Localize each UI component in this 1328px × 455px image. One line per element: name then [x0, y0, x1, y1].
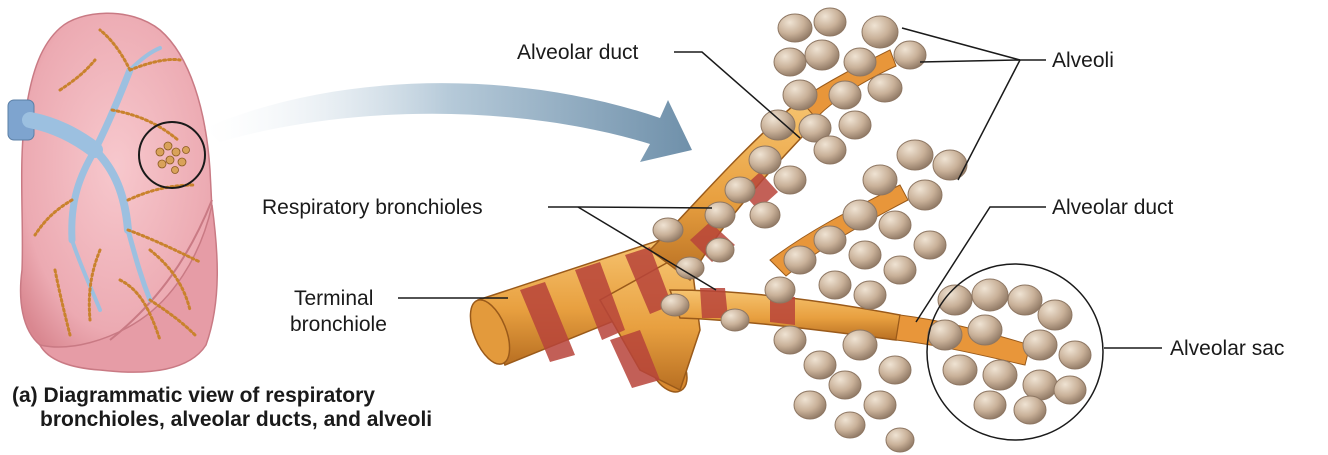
- leader-respiratory-bronchioles: [548, 207, 712, 208]
- caption-line-2: bronchioles, alveolar ducts, and alveoli: [12, 408, 432, 432]
- figure-caption: (a) Diagrammatic view of respiratory bro…: [12, 384, 432, 432]
- label-alveolar-duct-top: Alveolar duct: [517, 40, 638, 65]
- label-terminal-bronchiole-line2: bronchiole: [290, 312, 387, 337]
- label-alveolar-sac: Alveolar sac: [1170, 336, 1284, 361]
- lung-illustration: [8, 13, 217, 372]
- zoom-arrow: [205, 83, 692, 162]
- caption-line-1: (a) Diagrammatic view of respiratory: [12, 384, 375, 407]
- label-alveoli: Alveoli: [1052, 48, 1114, 73]
- label-respiratory-bronchioles: Respiratory bronchioles: [262, 195, 483, 220]
- label-terminal-bronchiole-line1: Terminal: [294, 286, 373, 311]
- label-alveolar-duct-right: Alveolar duct: [1052, 195, 1173, 220]
